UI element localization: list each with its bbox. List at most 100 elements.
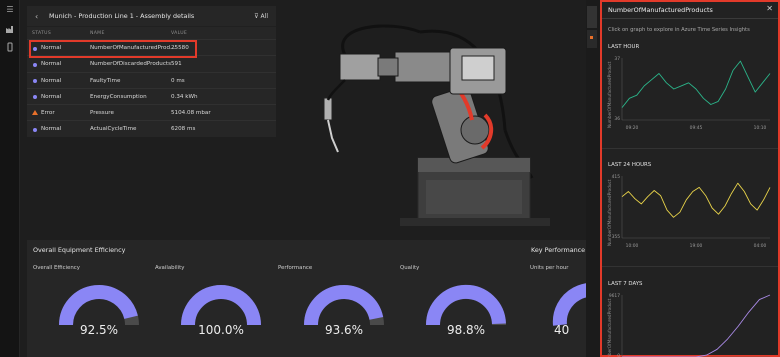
gauge-label: Quality bbox=[400, 265, 420, 271]
gauge-arc bbox=[59, 285, 139, 326]
row-status: Error bbox=[41, 110, 55, 117]
kpi-units-per-hour: Units per hour 40 bbox=[530, 265, 590, 357]
kpi-gauge-arc bbox=[552, 282, 590, 326]
card-title: Munich - Production Line 1 - Assembly de… bbox=[49, 12, 195, 20]
gauge-fill bbox=[181, 285, 261, 326]
chart-title: LAST 7 DAYS bbox=[608, 281, 643, 287]
x-tick-label: 10:10 bbox=[754, 125, 767, 131]
section-divider bbox=[602, 148, 778, 149]
collapsed-alert-tab[interactable] bbox=[587, 30, 597, 48]
error-status-icon bbox=[32, 110, 38, 116]
gauge-availability: Availability 100.0% bbox=[155, 265, 275, 357]
gauge-fill bbox=[425, 284, 506, 326]
column-header-name: NAME bbox=[90, 30, 105, 36]
row-value: 5104.08 mbar bbox=[171, 110, 211, 117]
normal-status-icon bbox=[33, 62, 37, 67]
gauge-quality: Quality 98.8% bbox=[400, 265, 520, 357]
table-row[interactable]: Error Pressure 5104.08 mbar bbox=[27, 104, 276, 120]
gauge-label: Performance bbox=[278, 265, 313, 271]
gauge-label: Availability bbox=[155, 265, 185, 271]
x-tick-label: 19:00 bbox=[690, 243, 703, 249]
row-status: Normal bbox=[41, 77, 62, 84]
y-tick-label: 415 bbox=[612, 174, 621, 180]
oee-title: Overall Equipment Efficiency bbox=[33, 246, 126, 254]
y-tick-label: 36 bbox=[614, 116, 620, 122]
row-value: 6208 ms bbox=[171, 126, 196, 133]
filter-label: All bbox=[260, 12, 268, 20]
panel-divider bbox=[602, 18, 778, 19]
x-tick-label: 09:20 bbox=[626, 125, 639, 131]
row-status: Normal bbox=[41, 126, 62, 133]
row-status: Normal bbox=[41, 45, 62, 51]
gauge-fill bbox=[304, 284, 384, 326]
line-chart[interactable]: 9617 0 bbox=[606, 289, 774, 357]
y-tick-label: 0 bbox=[617, 353, 620, 357]
x-tick-label: 10:00 bbox=[626, 243, 639, 249]
gauge-arc bbox=[181, 285, 261, 326]
section-divider bbox=[602, 266, 778, 267]
column-header-value: VALUE bbox=[171, 30, 188, 36]
x-tick-label: 04:00 bbox=[754, 243, 767, 249]
line-chart[interactable]: 415 355 10:00 19:00 04:00 bbox=[606, 170, 774, 250]
table-row[interactable]: Normal ActualCycleTime 6208 ms bbox=[27, 120, 276, 136]
normal-status-icon bbox=[33, 46, 37, 51]
row-name: NumberOfManufacturedProd... bbox=[90, 45, 176, 51]
device-icon[interactable] bbox=[5, 42, 15, 52]
gauge-value: 98.8% bbox=[446, 323, 486, 337]
menu-icon[interactable]: ☰ bbox=[6, 5, 14, 14]
row-name: ActualCycleTime bbox=[90, 126, 137, 133]
telemetry-flyout-panel: NumberOfManufacturedProducts ✕ Click on … bbox=[600, 0, 780, 357]
alert-marker bbox=[590, 36, 593, 39]
close-icon[interactable]: ✕ bbox=[766, 4, 773, 13]
row-value: 0 ms bbox=[171, 77, 185, 84]
row-name: NumberOfDiscardedProducts bbox=[90, 61, 172, 68]
y-tick-label: 37 bbox=[614, 56, 620, 62]
panel-title: NumberOfManufacturedProducts bbox=[608, 6, 713, 14]
gauge-performance: Performance 93.6% bbox=[278, 265, 398, 357]
gauge-value: 93.6% bbox=[324, 323, 364, 337]
assembly-details-card: ‹ Munich - Production Line 1 - Assembly … bbox=[27, 6, 276, 137]
chart-title: LAST HOUR bbox=[608, 44, 640, 50]
kpi-label: Units per hour bbox=[530, 265, 569, 271]
left-nav-rail: ☰ bbox=[0, 0, 20, 357]
back-chevron-icon[interactable]: ‹ bbox=[35, 11, 39, 21]
factory-icon[interactable] bbox=[5, 24, 15, 34]
table-row[interactable]: Normal EnergyConsumption 0.34 kWh bbox=[27, 87, 276, 104]
gauge-arc bbox=[304, 284, 384, 326]
chart-title: LAST 24 HOURS bbox=[608, 162, 652, 168]
column-header-status: STATUS bbox=[32, 30, 52, 36]
normal-status-icon bbox=[33, 127, 37, 132]
gauge-value: 92.5% bbox=[79, 323, 119, 337]
row-name: FaultyTime bbox=[90, 77, 121, 84]
filter-icon: ⊽ bbox=[254, 12, 259, 20]
x-tick-label: 09:45 bbox=[690, 125, 703, 131]
collapsed-tab[interactable] bbox=[587, 6, 597, 28]
row-value: 0.34 kWh bbox=[171, 93, 198, 100]
chart-series-line bbox=[621, 60, 771, 108]
y-tick-label: 355 bbox=[612, 234, 621, 240]
normal-status-icon bbox=[33, 79, 37, 84]
collapsed-side-strip bbox=[586, 0, 600, 357]
oee-section: Overall Equipment Efficiency Key Perform… bbox=[27, 240, 602, 357]
gauge-label: Overall Efficiency bbox=[33, 265, 80, 271]
robot-arm-illustration bbox=[323, 24, 550, 226]
row-value: 25580 bbox=[171, 45, 189, 51]
gauge-overall-efficiency: Overall Efficiency 92.5% bbox=[33, 265, 153, 357]
gauge-fill bbox=[59, 285, 138, 326]
gauge-value: 100.0% bbox=[198, 323, 244, 337]
row-name: EnergyConsumption bbox=[90, 93, 147, 100]
y-tick-label: 9617 bbox=[609, 293, 620, 299]
table-row[interactable]: Normal NumberOfManufacturedProd...25580 bbox=[27, 39, 276, 55]
row-status: Normal bbox=[41, 93, 62, 100]
row-name: Pressure bbox=[90, 110, 114, 117]
normal-status-icon bbox=[33, 95, 37, 100]
chart-series-line bbox=[622, 294, 771, 357]
chart-series-line bbox=[621, 182, 771, 218]
table-row[interactable]: Normal FaultyTime 0 ms bbox=[27, 71, 276, 88]
kpi-title: Key Performance Indic bbox=[531, 246, 603, 254]
row-value: 591 bbox=[171, 61, 182, 68]
filter-button[interactable]: ⊽ All bbox=[254, 13, 268, 20]
kpi-value: 40 bbox=[554, 323, 570, 337]
line-chart[interactable]: 37 36 09:20 09:45 10:10 bbox=[606, 52, 774, 132]
